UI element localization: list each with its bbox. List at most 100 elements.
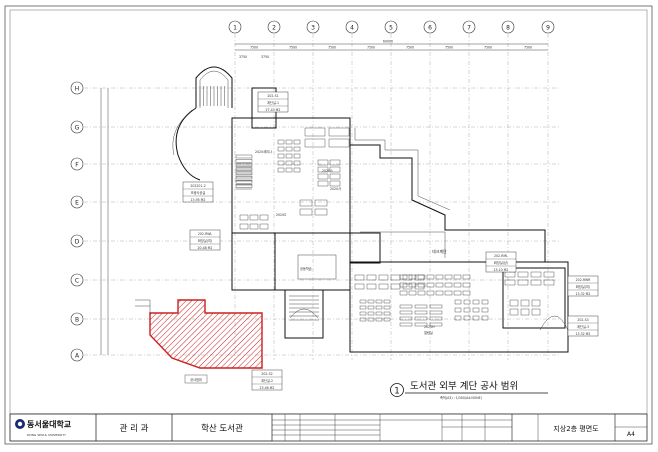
- grid-bubble-column: [306, 20, 320, 34]
- sheet-frame: [4, 5, 653, 445]
- furniture-layout: [199, 86, 555, 327]
- desk: [530, 271, 542, 278]
- desk: [383, 305, 391, 310]
- grid-bubble-row: [70, 348, 84, 362]
- room-tag-code: 202-RML: [494, 254, 508, 258]
- desk: [444, 282, 453, 288]
- small-dimension: 3750: [261, 55, 269, 59]
- bay-dimension: 7500: [406, 46, 414, 50]
- desk: [462, 282, 471, 288]
- small-dimension: 3750: [239, 55, 247, 59]
- desk: [417, 282, 426, 288]
- desk: [481, 315, 489, 321]
- desk: [293, 160, 301, 166]
- room-tag-area: 20.48 M2: [198, 246, 213, 250]
- desk: [235, 171, 253, 176]
- bay-dimension: 7500: [250, 46, 258, 50]
- desk: [414, 322, 428, 327]
- desk: [399, 304, 413, 309]
- scope-tag-box: [184, 374, 208, 384]
- desk: [520, 299, 530, 307]
- desk: [375, 317, 383, 322]
- desk: [453, 274, 462, 280]
- desk: [293, 139, 301, 145]
- desk: [235, 158, 253, 163]
- desk: [304, 127, 326, 137]
- grid-label-column: 1: [233, 25, 237, 32]
- desk: [285, 167, 293, 173]
- sheet-name: 지상2층 평면도: [553, 424, 599, 433]
- desk: [444, 290, 453, 296]
- room-tag-code: 202-RWL: [198, 232, 212, 236]
- desk: [543, 279, 555, 286]
- desk: [408, 274, 417, 280]
- room-tag-area: 13.95 M2: [191, 198, 206, 202]
- desk: [504, 279, 516, 286]
- desk: [293, 167, 301, 173]
- construction-area: [135, 299, 263, 369]
- desk: [299, 208, 313, 216]
- room-tag-name: 계단실-1: [267, 100, 279, 105]
- room-tag-name: 화장실(여): [198, 238, 212, 243]
- desk: [317, 180, 329, 187]
- desk: [239, 214, 249, 221]
- desk: [329, 159, 341, 166]
- desk: [509, 308, 519, 316]
- grid-bubble-column: [267, 20, 281, 34]
- desk: [375, 305, 383, 310]
- label-room-d: 2020S: [276, 213, 286, 217]
- desk: [543, 271, 555, 278]
- desk: [235, 175, 253, 180]
- title-block: 동서울대학교 DONG SEOUL UNIVERSITY 관 리 과 학산 도서…: [9, 413, 648, 442]
- desk: [417, 290, 426, 296]
- desk: [417, 274, 426, 280]
- grid-label-row: C: [75, 277, 79, 284]
- desk: [531, 308, 541, 316]
- desk: [383, 317, 391, 322]
- desk: [408, 282, 417, 288]
- grid-label-row: H: [75, 85, 80, 92]
- desk: [530, 279, 542, 286]
- desk: [285, 160, 293, 166]
- desk: [454, 315, 462, 321]
- dimension-lines: 60000 7500 7500 7500 7500 7500 7500 7500…: [100, 40, 548, 355]
- grid-label-row: E: [75, 199, 79, 206]
- desk: [414, 304, 428, 309]
- bay-dimension: 7500: [367, 46, 375, 50]
- desk: [462, 274, 471, 280]
- university-name-en: DONG SEOUL UNIVERSITY: [27, 433, 66, 437]
- grid-label-column: 4: [350, 25, 354, 32]
- construction-area-polygon: [149, 299, 263, 369]
- desk: [328, 138, 350, 148]
- desk: [249, 223, 259, 230]
- desk: [299, 199, 313, 207]
- desk: [366, 283, 377, 290]
- desk: [259, 214, 269, 221]
- desk: [399, 282, 408, 288]
- desk: [277, 167, 285, 173]
- room-tag-code: 202-RWR: [576, 278, 591, 282]
- grid-bubble-column: [423, 20, 437, 34]
- grid-label-column: 5: [389, 25, 393, 32]
- desk: [367, 311, 375, 316]
- desk: [383, 299, 391, 304]
- desk: [367, 299, 375, 304]
- desk: [285, 146, 293, 152]
- room-tag-name: 계단실-3: [577, 324, 589, 329]
- building-walls: [172, 66, 569, 353]
- desk: [463, 315, 471, 321]
- grid-bubble-row: [70, 234, 84, 248]
- desk: [399, 322, 413, 327]
- sheet-number: A4: [627, 431, 635, 438]
- desk: [429, 304, 443, 309]
- overall-dimension: 60000: [383, 40, 393, 44]
- room-tag-area: 13.32 M2: [576, 292, 591, 296]
- grid-label-row: A: [75, 352, 80, 359]
- desk: [444, 274, 453, 280]
- grid-label-row: B: [75, 316, 79, 323]
